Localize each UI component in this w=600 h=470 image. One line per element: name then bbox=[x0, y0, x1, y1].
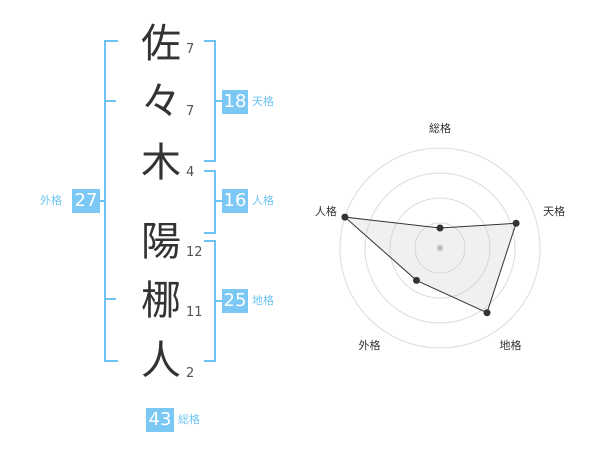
radar-point-2 bbox=[512, 219, 520, 227]
name-character-3: 木 bbox=[141, 140, 181, 186]
tenkaku-value-badge: 18 bbox=[222, 90, 248, 114]
radar-grid-ring-2 bbox=[389, 197, 491, 299]
radar-grid-ring-3 bbox=[364, 172, 516, 324]
stroke-count-6: 2 bbox=[186, 366, 195, 381]
gaikaku-bracket-connector bbox=[96, 200, 104, 202]
gaikaku-bracket bbox=[104, 40, 118, 362]
stroke-count-1: 7 bbox=[186, 42, 195, 57]
name-character-2: 々 bbox=[141, 79, 181, 125]
stroke-count-2: 7 bbox=[186, 104, 195, 119]
jinkaku-value-badge: 16 bbox=[222, 189, 248, 213]
name-character-4: 陽 bbox=[141, 219, 181, 265]
jinkaku-bracket-connector bbox=[214, 200, 222, 202]
stroke-count-5: 11 bbox=[186, 305, 203, 320]
jinkaku-label: 人格 bbox=[252, 194, 274, 207]
gaikaku-label: 外格 bbox=[40, 194, 62, 207]
radar-axis-label-2: 天格 bbox=[543, 204, 565, 218]
gaikaku-bracket-tick-1 bbox=[104, 100, 116, 102]
radar-grid-ring-1 bbox=[414, 222, 466, 274]
jinkaku-bracket bbox=[204, 170, 216, 234]
radar-point-4 bbox=[412, 276, 420, 284]
radar-axis-label-1: 総格 bbox=[429, 121, 451, 135]
radar-point-1 bbox=[436, 224, 444, 232]
radar-axis-label-4: 外格 bbox=[359, 338, 381, 352]
radar-point-5 bbox=[341, 213, 349, 221]
stroke-count-4: 12 bbox=[186, 245, 203, 260]
radar-axis-label-3: 地格 bbox=[500, 338, 522, 352]
name-character-1: 佐 bbox=[141, 21, 181, 67]
tenkaku-label: 天格 bbox=[252, 95, 274, 108]
soukaku-value-badge: 43 bbox=[146, 408, 174, 432]
radar-center-dot bbox=[437, 245, 443, 251]
radar-grid-ring-4 bbox=[339, 147, 541, 349]
gaikaku-bracket-tick-2 bbox=[104, 298, 116, 300]
radar-axis-label-5: 人格 bbox=[315, 204, 337, 218]
radar-point-3 bbox=[483, 309, 491, 317]
name-character-6: 人 bbox=[141, 338, 181, 384]
chikaku-value-badge: 25 bbox=[222, 289, 248, 313]
gaikaku-value-badge: 27 bbox=[72, 189, 100, 213]
tenkaku-bracket-connector bbox=[214, 100, 222, 102]
chikaku-bracket-connector bbox=[214, 300, 222, 302]
chikaku-label: 地格 bbox=[252, 294, 274, 307]
stroke-count-3: 4 bbox=[186, 165, 195, 180]
soukaku-label: 総格 bbox=[178, 413, 200, 426]
name-character-5: 梛 bbox=[141, 278, 181, 324]
radar-data-polygon bbox=[343, 216, 517, 314]
